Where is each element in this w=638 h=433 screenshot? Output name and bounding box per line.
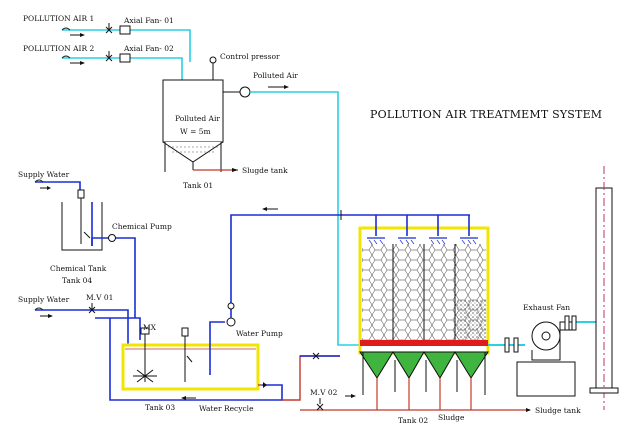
chemical-pump-label: Chemical Pump — [112, 222, 172, 231]
fan-valve-1 — [105, 23, 131, 35]
axial-fan-01-label: Axial Fan- 01 — [123, 16, 174, 25]
exhaust-fan — [488, 315, 598, 397]
tank-01 — [162, 56, 251, 172]
mv02-label: M.V 02 — [310, 388, 338, 397]
control-pressor-label: Control pressor — [220, 52, 280, 61]
supply-water-1-label: Supply Water — [18, 170, 70, 179]
air-inlet-lines — [61, 27, 191, 80]
tank03-label: Tank 03 — [145, 403, 175, 412]
water-recycle-label: Water Recycle — [199, 404, 254, 413]
supply-water-2-line — [34, 303, 141, 345]
pollution-air-1-label: POLLUTION AIR 1 — [23, 14, 94, 23]
sludge-label: Sludge — [438, 413, 465, 422]
tank01-label: Tank 01 — [183, 181, 213, 190]
tank01-text-line2: W = 5m — [180, 127, 211, 136]
exhaust-fan-label: Exhaust Fan — [523, 303, 570, 312]
tank01-text-line1: Polluted Air — [175, 114, 220, 123]
water-pump-label: Water Pump — [236, 329, 283, 338]
fan-valve-2 — [105, 51, 131, 63]
tank-03 — [121, 207, 360, 391]
axial-fan-02-label: Axial Fan- 02 — [123, 44, 174, 53]
polluted-air-outlet-line — [250, 85, 360, 346]
pollution-air-2-label: POLLUTION AIR 2 — [23, 44, 95, 53]
exhaust-stack — [589, 166, 619, 410]
scrubber-tower — [300, 214, 531, 412]
water-recycle-line — [109, 318, 340, 401]
sludge-tank-bottom-label: Sludge tank — [535, 406, 581, 415]
mv01-label: M.V 01 — [86, 293, 113, 302]
chemical-tank — [34, 179, 136, 318]
mx-label: MX — [143, 323, 157, 332]
polluted-air-outlet-label: Polluted Air — [253, 71, 298, 80]
supply-water-2-label: Supply Water — [18, 295, 70, 304]
sludge-tank-top-label: Slugde tank — [242, 166, 288, 175]
chemical-tank-text-line1: Chemical Tank — [50, 264, 107, 273]
diagram-title: POLLUTION AIR TREATMEMT SYSTEM — [370, 108, 602, 121]
chemical-tank-text-line2: Tank 04 — [62, 276, 92, 285]
tank02-label: Tank 02 — [398, 416, 428, 425]
